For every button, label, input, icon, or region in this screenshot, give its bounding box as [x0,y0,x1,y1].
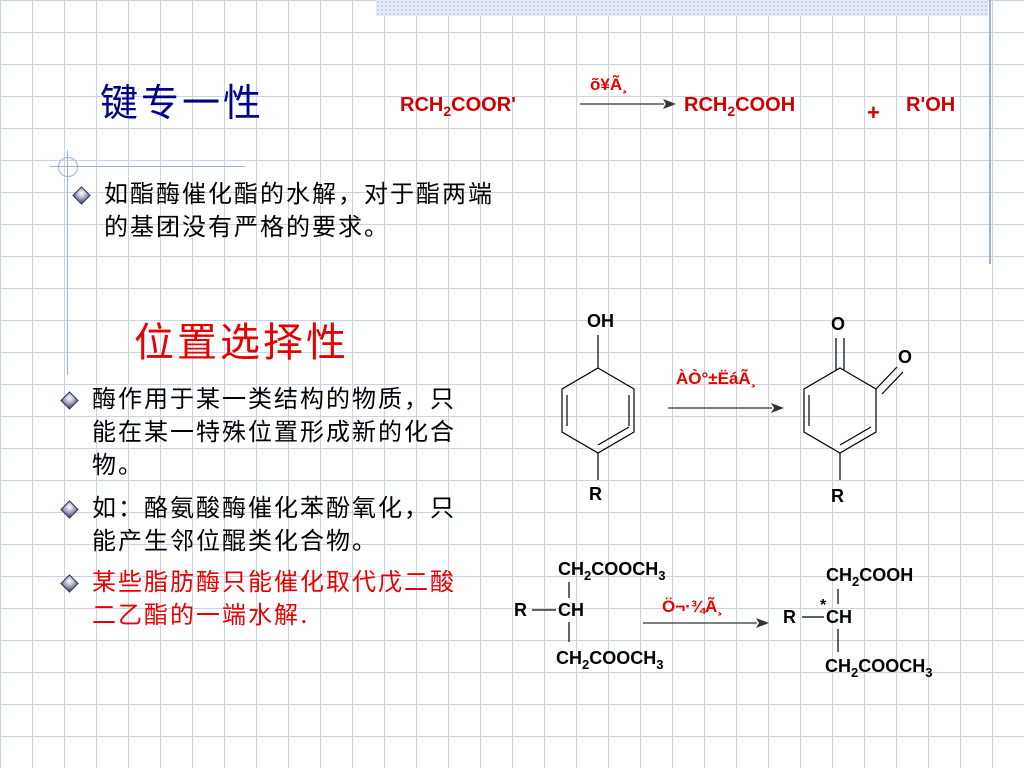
reaction-ester-hydrolysis: RCH2COOR' õ¥Ã¸ RCH2COOH + R'OH [400,74,955,125]
product-bottom-group: CH2COOCH3 [825,656,932,680]
phenol-r-group: R [589,484,602,504]
ester-condition-label: õ¥Ã¸ [590,74,628,94]
decorative-circle [58,157,78,177]
top-decorative-band [376,0,988,16]
ester-arrow-head-icon [663,99,676,109]
bullet-text: 如酯酶催化酯的水解，对于酯两端的基团没有严格的要求。 [104,180,494,241]
product-center: CH [826,607,852,627]
bullet-text: 如：酪氨酸酶催化苯酚氧化，只能产生邻位醌类化合物。 [92,494,456,555]
bullet-item: 酶作用于某一类结构的物质，只能在某一特殊位置形成新的化合物。 [60,383,500,482]
quinone-oxygen-2: O [898,347,912,367]
bullet-list-bottom: 酶作用于某一类结构的物质，只能在某一特殊位置形成新的化合物。 如：酪氨酸酶催化苯… [60,383,500,632]
bullet-text: 某些脂肪酶只能催化取代戊二酸二乙酯的一端水解. [92,568,456,629]
glutarate-condition-label: Ö¬·¾Ã¸ [662,596,723,616]
chiral-star-mark: * [820,597,827,614]
product-r-group: R [783,607,796,627]
quinone-ring [803,367,877,454]
bullet-item: 如酯酶催化酯的水解，对于酯两端的基团没有严格的要求。 [72,178,502,244]
decorative-vertical-line [67,150,68,375]
phenol-condition-label: ÀÒ°±ËáÃ¸ [676,368,756,388]
product-top-group: CH2COOH [826,565,913,589]
bullet-list-top: 如酯酶催化酯的水解，对于酯两端的基团没有严格的要求。 [72,178,502,244]
right-decorative-line [989,0,991,264]
ester-reactant: RCH2COOR' [400,94,516,119]
reaction-glutarate-hydrolysis: CH2COOCH3 R CH CH2COOCH3 Ö¬·¾Ã¸ CH2COOH … [514,559,932,680]
phenol-benzene-ring [561,367,635,454]
plus-sign: + [867,100,880,125]
glutarate-center: CH [558,600,584,620]
ester-product-alcohol: R'OH [906,94,955,116]
phenol-arrow-head-icon [771,403,784,413]
quinone-co-bond [881,371,904,395]
quinone-double-bond [839,426,872,446]
quinone-oxygen-1: O [831,314,845,334]
heading-positional-selectivity: 位置选择性 [134,320,349,366]
heading-key-specificity: 键专一性 [100,81,265,125]
glutarate-top-group: CH2COOCH3 [558,559,665,583]
bullet-item: 如：酪氨酸酶催化苯酚氧化，只能产生邻位醌类化合物。 [60,492,500,558]
glutarate-r-group: R [514,600,527,620]
decorative-horizontal-line [50,166,245,167]
bullet-item: 某些脂肪酶只能催化取代戊二酸二乙酯的一端水解. [60,566,500,632]
glutarate-bottom-group: CH2COOCH3 [556,648,663,672]
phenol-double-bond [597,426,630,446]
reaction-phenol-oxidation: OH R ÀÒ°±ËáÃ¸ O O R [561,311,912,506]
phenol-oh-group: OH [587,311,614,331]
bullet-text: 酶作用于某一类结构的物质，只能在某一特殊位置形成新的化合物。 [92,385,456,479]
quinone-r-group: R [831,486,844,506]
ester-product-acid: RCH2COOH [684,94,795,119]
quinone-co-bond [875,366,898,390]
glutarate-arrow-head-icon [756,618,769,628]
